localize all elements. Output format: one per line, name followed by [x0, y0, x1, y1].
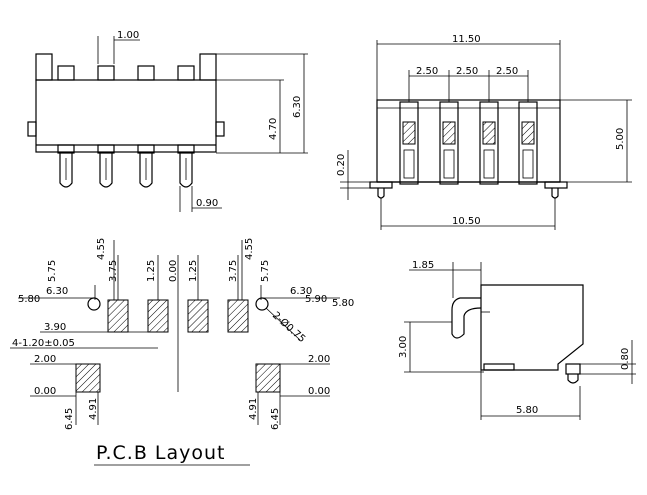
pcb-bottom-right-6-45: 6.45 — [270, 408, 281, 430]
pcb-top-label-7: 3.75 — [228, 260, 239, 282]
dim-pitch-1-label: 2.50 — [416, 66, 438, 77]
pcb-left-6-30: 6.30 — [46, 286, 68, 297]
pcb-top-label-5: 0.00 — [168, 260, 179, 282]
pcb-left-3-90: 3.90 — [44, 322, 66, 333]
front-tab-1 — [57, 65, 75, 81]
dim-pitch-3-label: 2.50 — [496, 66, 518, 77]
pcb-signal-pad-4 — [227, 299, 249, 333]
side-dim-height-label: 3.00 — [398, 336, 409, 358]
pcb-right-2-00: 2.00 — [308, 354, 330, 365]
pcb-left-0-00: 0.00 — [34, 386, 56, 397]
dim-total-height-label: 6.30 — [292, 96, 303, 118]
dim-standoff-label: 0.20 — [336, 154, 347, 176]
pcb-right-6-30: 6.30 — [290, 286, 312, 297]
pcb-hole-left — [87, 297, 101, 311]
pcb-bottom-left-6-45: 6.45 — [64, 408, 75, 430]
pcb-right-5-80: 5.80 — [332, 298, 354, 309]
pcb-signal-pad-3 — [187, 299, 209, 333]
side-post-base — [565, 363, 581, 375]
side-post — [567, 374, 579, 384]
side-dim-top-label: 1.85 — [412, 260, 434, 271]
pcb-left-2-00: 2.00 — [34, 354, 56, 365]
dim-pitch-label: 1.00 — [117, 30, 139, 41]
top-view: 11.50 2.50 2.50 2.50 5.00 0.20 10.50 — [336, 34, 632, 230]
pcb-left-tolerance: 4-1.20±0.05 — [12, 338, 75, 349]
dim-overall-label: 11.50 — [452, 34, 481, 45]
pcb-ground-pad-right — [255, 363, 281, 393]
pcb-ground-pad-left — [75, 363, 101, 393]
pcb-left-5-80: 5.80 — [18, 294, 40, 305]
pcb-top-label-2: 4.55 — [96, 238, 107, 260]
dim-pitch-2-label: 2.50 — [456, 66, 478, 77]
pcb-top-label-4: 1.25 — [146, 260, 157, 282]
top-contacts — [399, 101, 538, 185]
pcb-signal-pad-2 — [147, 299, 169, 333]
pcb-bottom-left-4-91: 4.91 — [88, 398, 99, 420]
front-body — [35, 79, 217, 153]
side-view: 1.85 3.00 0.80 5.80 — [398, 260, 636, 420]
side-dim-depth-label: 5.80 — [516, 405, 538, 416]
pcb-right-0-00: 0.00 — [308, 386, 330, 397]
pcb-right-5-90: 5.90 — [305, 294, 327, 305]
dim-body-height-label: 4.70 — [268, 118, 279, 140]
side-dim-post-label: 0.80 — [620, 348, 631, 370]
front-tab-4 — [177, 65, 195, 81]
front-side-notch-left — [27, 121, 37, 137]
pcb-layout: 5.75 4.55 3.75 1.25 0.00 1.25 3.75 4.55 … — [10, 238, 354, 466]
dim-pin-width-label: 0.90 — [196, 198, 218, 209]
pcb-top-label-9: 5.75 — [260, 260, 271, 282]
pcb-signal-pad-1 — [107, 299, 129, 333]
pcb-layout-title: P.C.B Layout — [96, 442, 226, 464]
front-left-post — [35, 53, 53, 81]
front-tab-3 — [137, 65, 155, 81]
front-side-notch-right — [215, 121, 225, 137]
front-tab-2 — [97, 65, 115, 81]
side-contact-foot — [483, 363, 515, 371]
front-pins — [57, 144, 195, 188]
pcb-top-label-6: 1.25 — [188, 260, 199, 282]
front-view: 1.00 4.70 6.30 0.90 — [27, 30, 308, 212]
pcb-right-hole-diameter: 2-Ø0.75 — [270, 309, 308, 345]
pcb-bottom-right-4-91: 4.91 — [248, 398, 259, 420]
front-right-post — [199, 53, 217, 81]
side-body — [480, 284, 584, 371]
pcb-top-label-8: 4.55 — [244, 238, 255, 260]
pcb-top-label-1: 5.75 — [47, 260, 58, 282]
pcb-top-label-3: 3.75 — [108, 260, 119, 282]
side-contact-spring — [451, 297, 482, 339]
dim-post-span-label: 10.50 — [452, 216, 481, 227]
dim-height-label: 5.00 — [615, 128, 626, 150]
